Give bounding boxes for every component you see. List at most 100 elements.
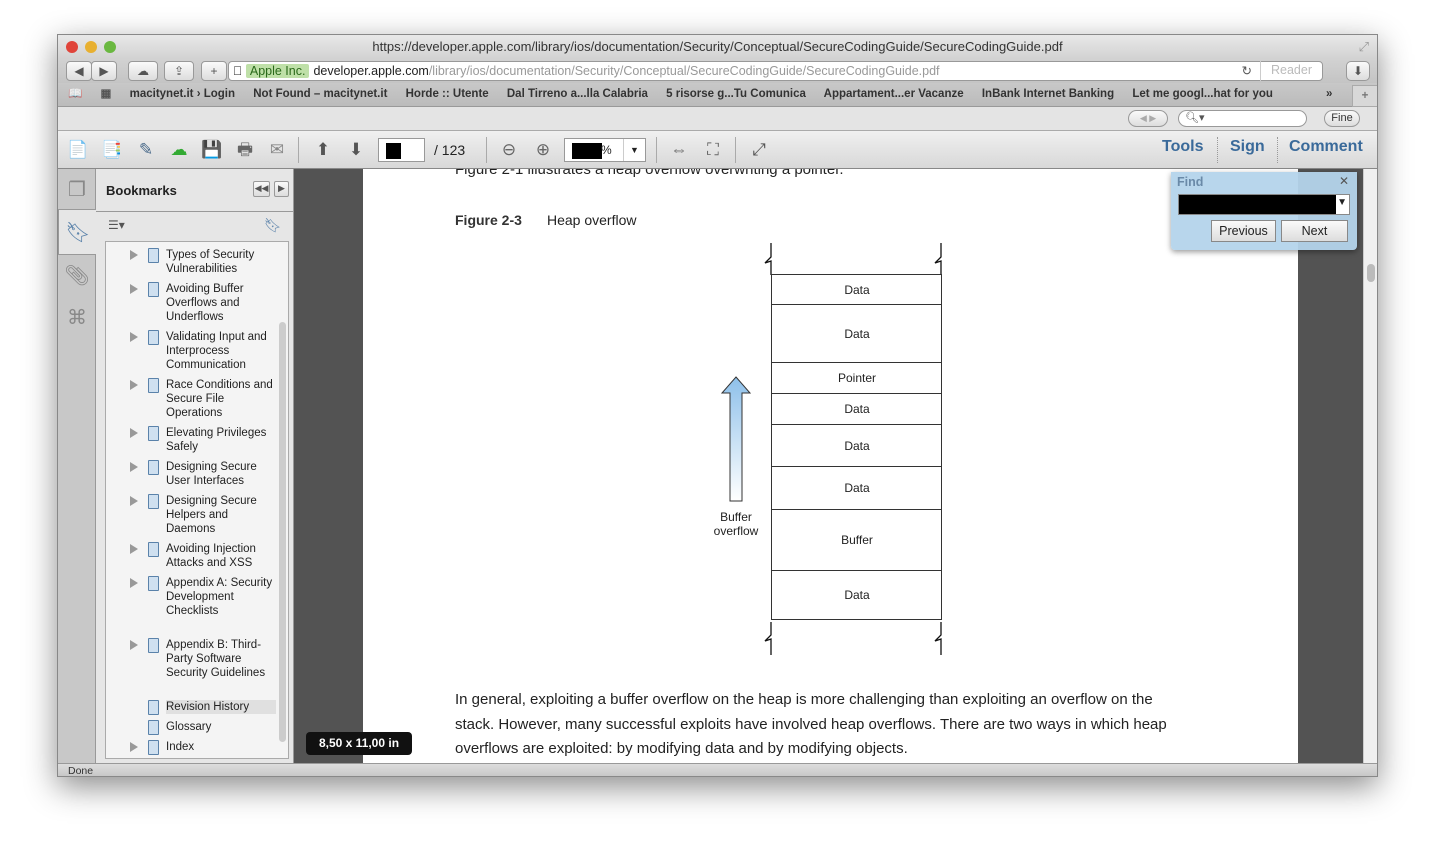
options-menu-icon[interactable]: ☰▾	[108, 218, 125, 232]
bookmark-link[interactable]: Dal Tirreno a...lla Calabria	[506, 88, 648, 100]
save-icon[interactable]: 💾	[201, 140, 223, 159]
expand-triangle-icon[interactable]	[130, 742, 138, 752]
bookmark-icon	[148, 282, 159, 297]
edit-pdf-icon[interactable]: 📑	[101, 140, 123, 159]
expand-triangle-icon[interactable]	[130, 428, 138, 438]
memory-cell: Data	[772, 274, 942, 304]
find-title: Find	[1177, 175, 1204, 189]
navigation-rail: ❐ 🔖︎ 📎︎ ⌘	[58, 169, 97, 763]
forward-button[interactable]: ▶	[91, 61, 117, 81]
bookmark-link[interactable]: Not Found – macitynet.it	[253, 88, 388, 100]
document-text: In general, exploiting a buffer overflow…	[455, 691, 1153, 708]
bookmark-link[interactable]: Horde :: Utente	[405, 88, 489, 100]
expand-triangle-icon[interactable]	[130, 462, 138, 472]
top-sites-icon[interactable]: ▦	[100, 88, 112, 100]
bookmark-label: Glossary	[166, 721, 212, 733]
downloads-button[interactable]: ⬇	[1346, 61, 1370, 81]
minimize-window-button[interactable]	[85, 41, 97, 53]
bookmarks-panel-icon[interactable]: 🔖︎	[58, 209, 97, 255]
bookmark-label: Avoiding Injection Attacks and XSS	[166, 543, 256, 569]
find-previous-button[interactable]: Previous	[1211, 220, 1276, 242]
tab-sign[interactable]: Sign	[1230, 138, 1265, 155]
print-icon[interactable]: 🖶	[236, 140, 254, 159]
expand-triangle-icon[interactable]	[130, 332, 138, 342]
zoom-out-button[interactable]: ⊖	[501, 140, 517, 159]
fit-width-icon[interactable]: ⇔	[670, 140, 688, 159]
heap-diagram-zigzags	[764, 243, 942, 655]
find-prev-next-buttons[interactable]: ◀ ▶	[1128, 110, 1168, 127]
document-text: Figure 2-1 illustrates a heap overflow o…	[455, 169, 844, 178]
bookmark-label: Appendix A: Security Development Checkli…	[166, 577, 273, 617]
address-bar[interactable]:  Apple Inc.developer.apple.com/library/…	[228, 61, 1323, 81]
ev-certificate-badge[interactable]: Apple Inc.	[245, 64, 310, 78]
zoom-percent-sign: %	[601, 143, 612, 157]
search-binoculars-icon[interactable]: ⌘	[67, 307, 87, 329]
memory-cell: Data	[772, 570, 942, 619]
reader-button[interactable]: Reader	[1260, 61, 1322, 81]
list-scrollbar[interactable]	[279, 322, 286, 742]
bookmark-link[interactable]: macitynet.it › Login	[129, 88, 236, 100]
attachments-icon[interactable]: 📎︎	[64, 265, 90, 287]
expand-triangle-icon[interactable]	[130, 640, 138, 650]
bookmark-label: Index	[166, 741, 195, 753]
page-find-bar: ◀ ▶ 🔍︎▾ Fine	[58, 107, 1377, 131]
chevron-down-icon[interactable]: ▼	[623, 139, 645, 161]
reading-list-icon[interactable]: 📖	[68, 88, 83, 100]
bookmark-label: Types of Security Vulnerabilities	[166, 249, 255, 275]
bookmark-label: Designing Secure Helpers and Daemons	[166, 495, 257, 535]
status-bar: Done	[58, 763, 1377, 776]
expand-triangle-icon[interactable]	[130, 284, 138, 294]
page-size-tooltip: 8,50 x 11,00 in	[306, 732, 412, 755]
bookmark-link[interactable]: Let me googl...hat for you	[1132, 88, 1273, 100]
new-tab-button[interactable]: +	[201, 61, 227, 81]
page-number-input[interactable]	[378, 138, 425, 162]
close-icon[interactable]: ✕	[1338, 174, 1349, 188]
email-icon[interactable]: ✉	[269, 140, 285, 159]
url-domain: developer.apple.com	[300, 64, 428, 78]
reload-icon[interactable]: ↻	[1241, 64, 1252, 78]
pdf-page: Figure 2-1 illustrates a heap overflow o…	[363, 169, 1298, 763]
vertical-scrollbar[interactable]	[1363, 169, 1377, 763]
expand-triangle-icon[interactable]	[130, 544, 138, 554]
share-button[interactable]: ⇪	[164, 61, 194, 81]
expand-panel-button[interactable]: ▶	[274, 181, 289, 197]
tab-comment[interactable]: Comment	[1289, 138, 1363, 155]
zoom-window-button[interactable]	[104, 41, 116, 53]
bookmark-label: Elevating Privileges Safely	[166, 427, 267, 453]
chevron-down-icon[interactable]: ▼	[1337, 197, 1347, 208]
full-screen-icon[interactable]: ⤢	[752, 140, 766, 159]
find-next-button[interactable]: Next	[1281, 220, 1348, 242]
expand-triangle-icon[interactable]	[130, 496, 138, 506]
fullscreen-icon[interactable]: ⤢	[1358, 39, 1369, 54]
page-search-input[interactable]: 🔍︎▾	[1178, 110, 1307, 127]
close-window-button[interactable]	[66, 41, 78, 53]
document-text: stack. However, many successful exploits…	[455, 716, 1167, 733]
page-thumbnails-icon[interactable]: ❐	[68, 179, 86, 201]
find-done-button[interactable]: Fine	[1324, 110, 1360, 127]
sign-edit-icon[interactable]: ✎	[138, 140, 154, 159]
memory-cell: Data	[772, 466, 942, 509]
fit-page-icon[interactable]: ⛶	[707, 140, 719, 159]
icloud-tabs-button[interactable]: ☁	[128, 61, 158, 81]
next-page-button[interactable]: ⬇	[348, 140, 364, 159]
bookmarks-bar: 📖 ▦ macitynet.it › Login Not Found – mac…	[58, 83, 1377, 107]
bookmark-icon	[148, 426, 159, 441]
upload-cloud-icon[interactable]: ☁	[170, 140, 188, 159]
tab-tools[interactable]: Tools	[1162, 138, 1204, 155]
expand-triangle-icon[interactable]	[130, 578, 138, 588]
collapse-panel-button[interactable]: ◀◀	[253, 181, 270, 197]
zoom-level-select[interactable]: %▼	[564, 138, 646, 162]
create-pdf-icon[interactable]: 📄	[67, 140, 89, 159]
add-tab-button[interactable]: +	[1352, 85, 1377, 107]
new-bookmark-icon[interactable]: 🔖︎	[264, 217, 282, 233]
bookmark-link[interactable]: 5 risorse g...Tu Comunica	[666, 88, 806, 100]
bookmark-link[interactable]: Appartament...er Vacanze	[823, 88, 964, 100]
bookmark-link[interactable]: InBank Internet Banking	[981, 88, 1115, 100]
find-input[interactable]: ▼	[1178, 194, 1350, 215]
expand-triangle-icon[interactable]	[130, 380, 138, 390]
previous-page-button[interactable]: ⬆	[315, 140, 331, 159]
zoom-in-button[interactable]: ⊕	[535, 140, 551, 159]
expand-triangle-icon[interactable]	[130, 250, 138, 260]
back-button[interactable]: ◀	[66, 61, 92, 81]
more-bookmarks-icon[interactable]: »	[1326, 88, 1333, 100]
